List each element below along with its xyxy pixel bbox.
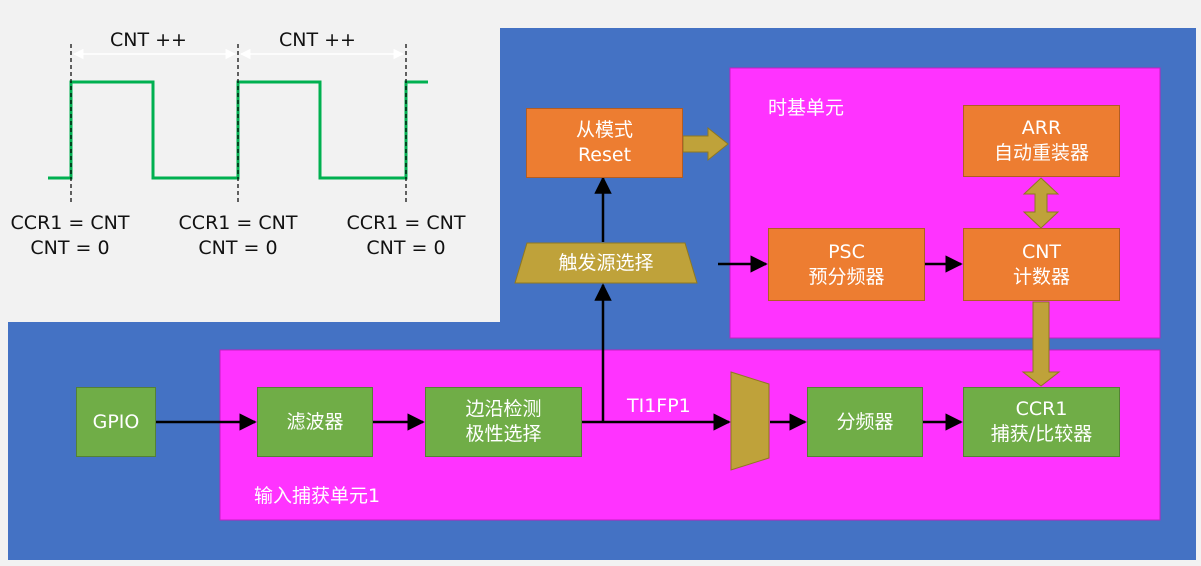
gpio-block: GPIO <box>76 387 156 457</box>
edge-detect-subtitle: 极性选择 <box>465 423 542 445</box>
cnt-subtitle: 计数器 <box>1012 265 1070 288</box>
waveform <box>48 44 428 205</box>
event-ccr-assign: CCR1 = CNT <box>178 212 298 234</box>
filter-block: 滤波器 <box>257 387 373 457</box>
divider-block: 分频器 <box>807 387 923 457</box>
interval-label: CNT ++ <box>110 29 187 51</box>
divider-label: 分频器 <box>836 410 894 433</box>
trigger-select-mux <box>514 242 698 284</box>
cnt-title: CNT <box>1021 240 1062 263</box>
arr-block: ARR 自动重装器 <box>963 105 1120 177</box>
edge-detect-title: 边沿检测 <box>465 398 542 420</box>
slave-mode-title: 从模式 <box>575 119 633 141</box>
event-cnt-reset: CNT = 0 <box>30 237 110 259</box>
ccr1-title: CCR1 <box>1015 398 1068 420</box>
interval-label: CNT ++ <box>279 29 356 51</box>
event-label-2: CCR1 = CNT CNT = 0 <box>173 211 303 261</box>
ccr1-block: CCR1 捕获/比较器 <box>963 387 1120 457</box>
filter-label: 滤波器 <box>286 410 344 433</box>
ccr1-subtitle: 捕获/比较器 <box>990 423 1093 445</box>
event-cnt-reset: CNT = 0 <box>198 237 278 259</box>
event-label-1: CCR1 = CNT CNT = 0 <box>5 211 135 261</box>
input-mux <box>730 371 770 471</box>
slave-to-timebase-arrow <box>682 126 729 162</box>
slave-mode-value: Reset <box>577 144 632 166</box>
event-label-3: CCR1 = CNT CNT = 0 <box>341 211 471 261</box>
trigger-select-label: 触发源选择 <box>558 252 654 274</box>
slave-mode-block: 从模式 Reset <box>526 108 683 178</box>
cnt-to-ccr1-arrow <box>1021 301 1061 387</box>
input-capture-label: 输入捕获单元1 <box>254 485 381 507</box>
psc-subtitle: 预分频器 <box>808 265 885 288</box>
psc-block: PSC 预分频器 <box>768 228 925 301</box>
signal-label: TI1FP1 <box>627 395 691 417</box>
cnt-block: CNT 计数器 <box>963 228 1120 301</box>
gpio-label: GPIO <box>92 410 140 433</box>
arr-title: ARR <box>1021 117 1062 139</box>
connectors <box>155 176 963 431</box>
edge-detect-block: 边沿检测 极性选择 <box>425 387 582 457</box>
event-ccr-assign: CCR1 = CNT <box>346 212 466 234</box>
event-cnt-reset: CNT = 0 <box>366 237 446 259</box>
psc-title: PSC <box>828 240 865 263</box>
time-base-label: 时基单元 <box>768 97 845 119</box>
arr-subtitle: 自动重装器 <box>993 142 1089 164</box>
event-ccr-assign: CCR1 = CNT <box>10 212 130 234</box>
